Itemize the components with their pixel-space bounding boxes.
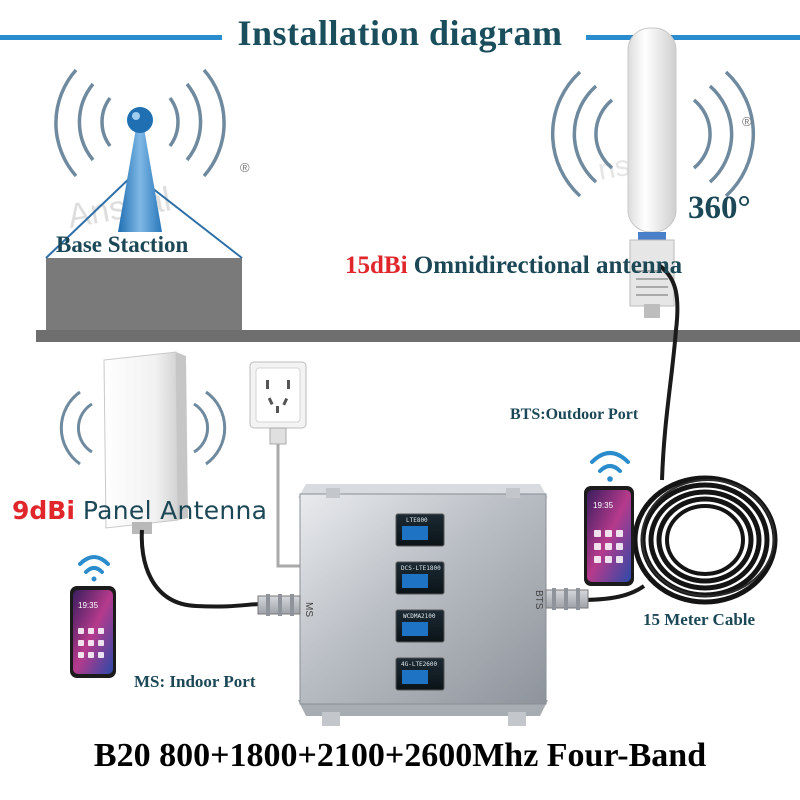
bts-port-text: BTS [533,590,544,610]
panel-gain: 9dBi [12,496,75,525]
omni-gain: 15dBi [345,252,408,279]
title-bar-lines [0,35,800,40]
base-station-building [45,172,243,330]
bts-port-label: BTS:Outdoor Port [510,406,639,423]
power-socket [249,361,307,445]
svg-text:DCS-LTE1800: DCS-LTE1800 [401,565,441,572]
power-cord [276,444,300,568]
svg-text:WCDMA2100: WCDMA2100 [403,613,436,620]
phone-right: 19:35 [584,486,634,586]
bts-connector [545,588,589,610]
page-title: Installation diagram [237,13,563,53]
wifi-icon [78,555,110,582]
roof-slab [36,330,800,342]
phone-left: 19:35 [70,586,116,678]
omni-signal-waves [551,70,755,198]
base-station-tower [118,107,162,232]
panel-antenna [103,351,188,534]
cable-label: 15 Meter Cable [643,610,756,629]
panel-antenna-label: 9dBi Panel Antenna [12,496,267,525]
cable-coil [632,475,778,605]
indoor-cable [139,529,263,609]
svg-text:19:35: 19:35 [593,501,614,510]
band-screen-2: DCS-LTE1800 [395,561,445,595]
svg-text:4G-LTE2600: 4G-LTE2600 [401,661,438,668]
registered-mark-2: ® [742,114,752,129]
band-screen-1: LTE800 [395,513,445,547]
ms-connector [257,594,301,616]
band-screen-4: 4G-LTE2600 [395,657,445,691]
ms-port-text: MS [303,602,314,617]
omni-antenna [627,27,677,318]
degree-label: 360° [688,190,751,226]
panel-name: Panel Antenna [82,496,268,525]
wifi-icon-right [590,451,630,482]
omni-name: Omnidirectional antenna [413,252,683,279]
omni-antenna-label: 15dBi Omnidirectional antenna [345,252,682,280]
base-station-label: Base Staction [56,232,189,257]
band-screen-3: WCDMA2100 [395,609,445,643]
registered-mark: ® [240,160,250,175]
footer-band-label: B20 800+1800+2100+2600Mhz Four-Band [93,737,707,774]
ms-port-label: MS: Indoor Port [134,672,256,691]
panel-signal-waves [59,390,227,466]
tower-signal-waves [54,68,226,178]
svg-text:LTE800: LTE800 [406,517,428,524]
svg-text:19:35: 19:35 [78,601,99,610]
outdoor-cable [658,264,680,481]
